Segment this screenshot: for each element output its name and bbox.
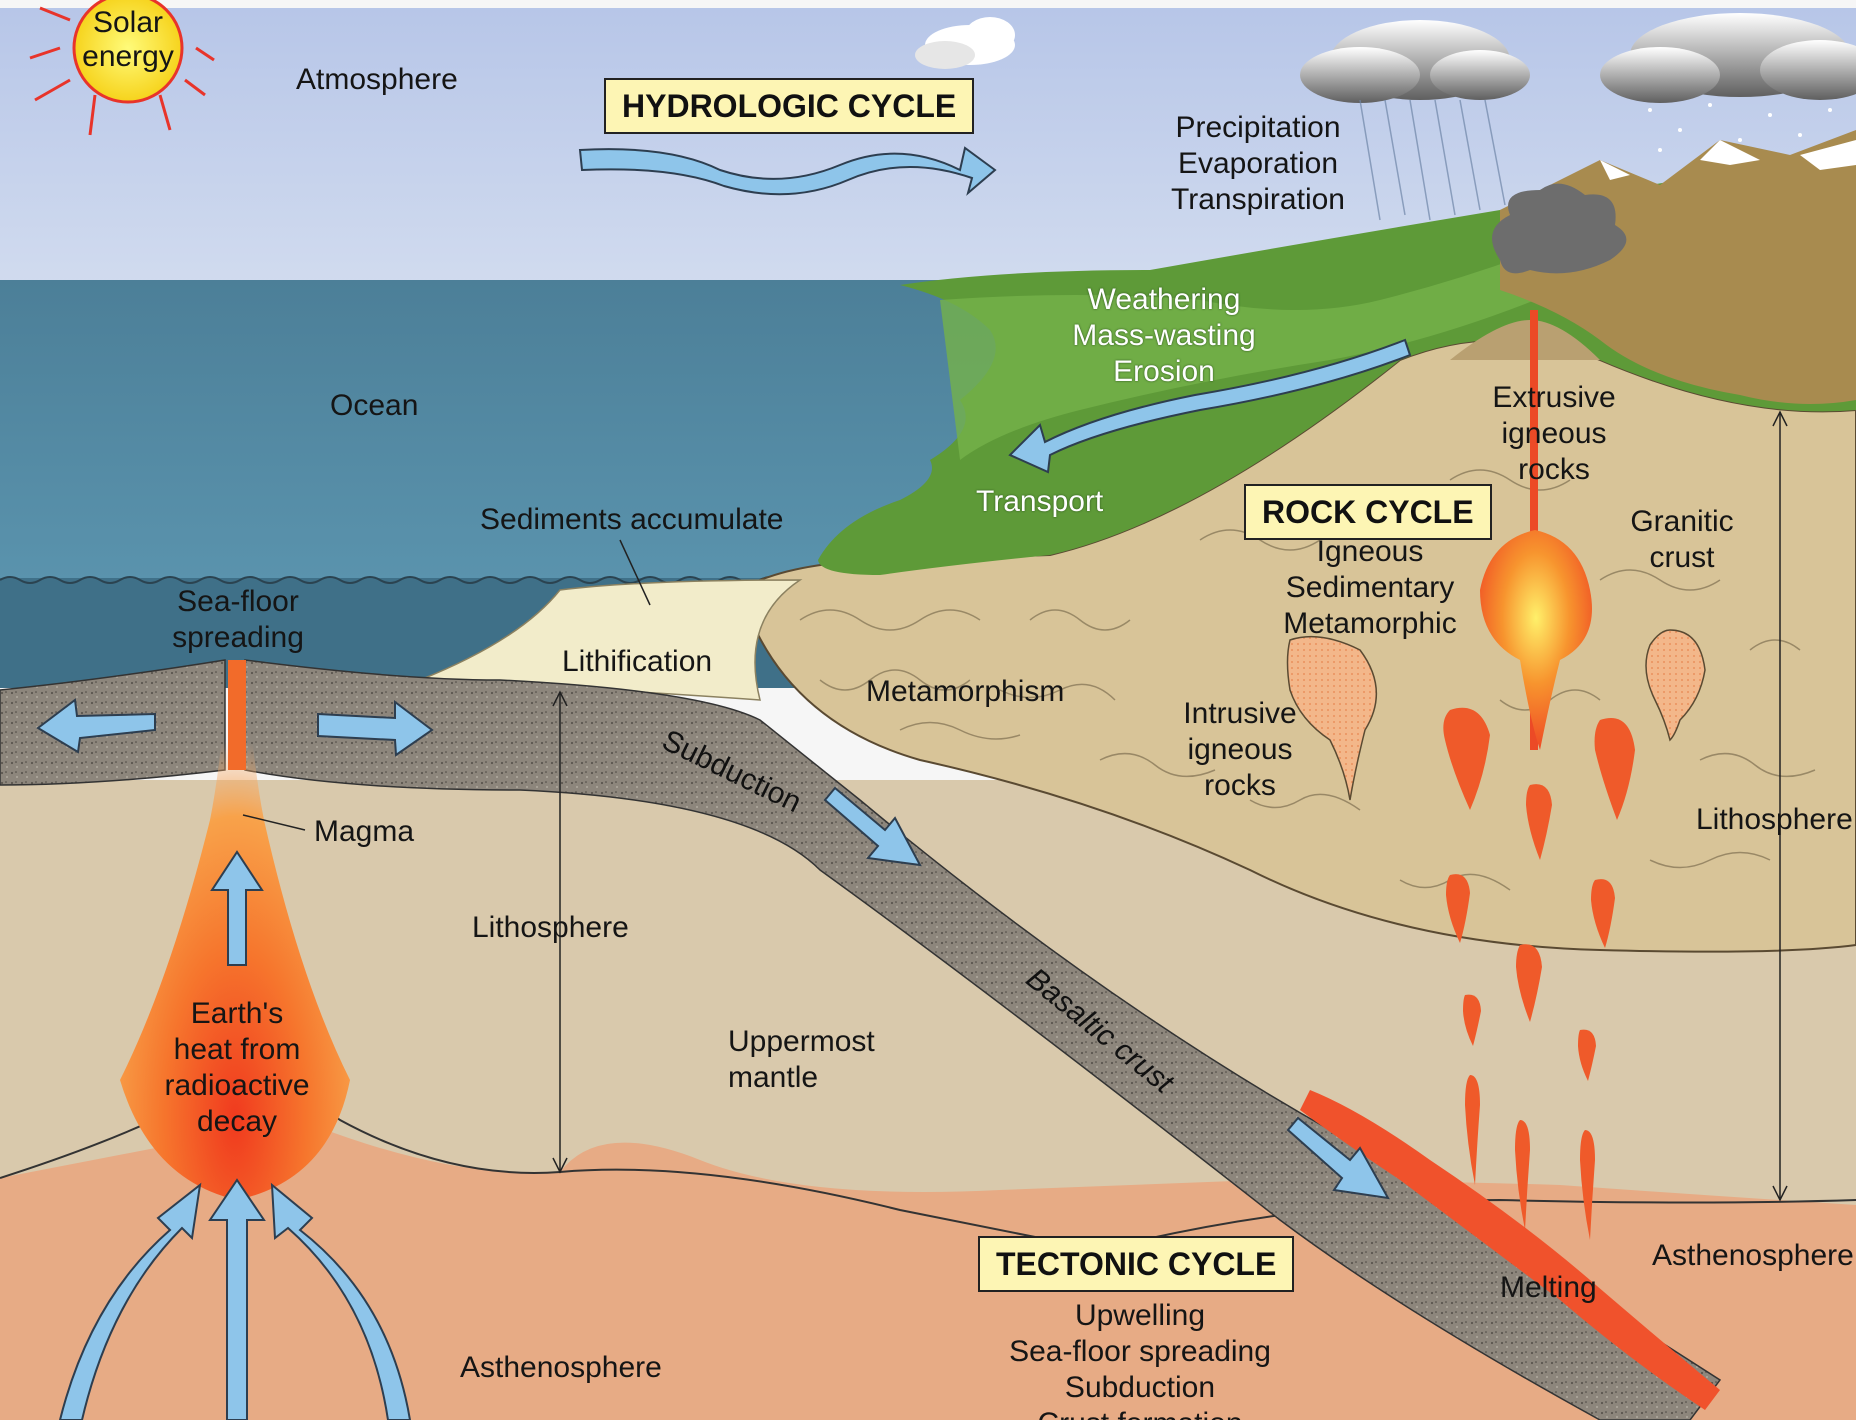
- sediment-leader-line: [619, 539, 651, 606]
- hydrologic-arrow: [578, 146, 997, 196]
- magma-leader-line: [242, 814, 306, 831]
- spreading-arrow-right: [317, 699, 434, 757]
- magma-droplets: [1443, 707, 1635, 1240]
- magma-label: Magma: [314, 815, 415, 848]
- upwelling-arrow-center: [208, 1178, 266, 1420]
- asthenosphere-right-label: Asthenosphere: [1652, 1239, 1854, 1272]
- transport-label: Transport: [976, 485, 1104, 518]
- intrusive-pluton-right: [1645, 629, 1706, 742]
- rock-cycle-label: ROCK CYCLE: [1244, 484, 1492, 540]
- precipitation-list: Precipitation Evaporation Transpiration: [1171, 111, 1345, 216]
- lithosphere-left-dimension: [552, 690, 568, 1174]
- intrusive-pluton-left: [1286, 635, 1377, 801]
- tectonic-cycle-label: TECTONIC CYCLE: [978, 1236, 1295, 1292]
- volcano-cone: [1450, 320, 1600, 360]
- ocean-label: Ocean: [330, 389, 419, 422]
- sediments-accumulate-label: Sediments accumulate: [480, 503, 784, 536]
- earth-heat-label: Earth's heat from radioactive decay: [164, 997, 310, 1138]
- hydrologic-cycle-label: HYDROLOGIC CYCLE: [604, 78, 975, 134]
- extrusive-rocks-label: Extrusive igneous rocks: [1492, 381, 1616, 486]
- solar-energy-label: Solar energy: [82, 6, 174, 73]
- granitic-crust-label: Granitic crust: [1630, 505, 1734, 574]
- magma-upward-arrow: [210, 850, 264, 966]
- melting-zone: [1300, 1090, 1720, 1410]
- cloud-small: [915, 17, 1015, 69]
- land-highlight: [940, 250, 1560, 460]
- snow-cloud: [1600, 13, 1856, 103]
- seafloor-spreading-label: Sea-floor spreading: [172, 585, 304, 654]
- upwelling-arrow-left: [58, 1182, 202, 1420]
- volcano-smoke: [1492, 183, 1627, 274]
- asthenosphere-left-label: Asthenosphere: [460, 1351, 662, 1384]
- snowflakes: [1648, 103, 1832, 162]
- lithosphere-right-dimension: [1772, 410, 1788, 1202]
- melting-label: Melting: [1500, 1271, 1597, 1304]
- rain-cloud: [1300, 20, 1530, 103]
- spreading-arrow-left: [36, 698, 156, 754]
- metamorphism-label: Metamorphism: [866, 675, 1065, 708]
- subducting-plate: [244, 659, 1722, 1420]
- tectonic-processes-list: Upwelling Sea-floor spreading Subduction…: [1009, 1299, 1271, 1420]
- atmosphere-label: Atmosphere: [296, 63, 458, 96]
- intrusive-rocks-label: Intrusive igneous rocks: [1183, 697, 1297, 802]
- subduction-arrow-upper: [823, 786, 922, 867]
- rock-types-list: Igneous Sedimentary Metamorphic: [1283, 535, 1457, 640]
- erosion-arrow: [1008, 338, 1412, 474]
- crust-texture: [799, 469, 1816, 891]
- volcano-conduit: [1530, 310, 1538, 750]
- lithification-label: Lithification: [562, 645, 713, 678]
- magma-blob-main: [1480, 530, 1592, 750]
- lithosphere-right-label: Lithosphere: [1696, 803, 1853, 836]
- weathering-list: Weathering Mass-wasting Erosion: [1072, 283, 1256, 388]
- upwelling-arrow-right: [270, 1182, 412, 1420]
- ridge-vent: [228, 660, 246, 770]
- rain-streaks: [1359, 99, 1506, 221]
- subduction-arrow-lower: [1286, 1116, 1390, 1200]
- snow-caps: [1600, 140, 1856, 180]
- uppermost-mantle-label: Uppermost mantle: [728, 1025, 875, 1094]
- sun-icon: [29, 0, 215, 136]
- lithosphere-left-label: Lithosphere: [472, 911, 629, 944]
